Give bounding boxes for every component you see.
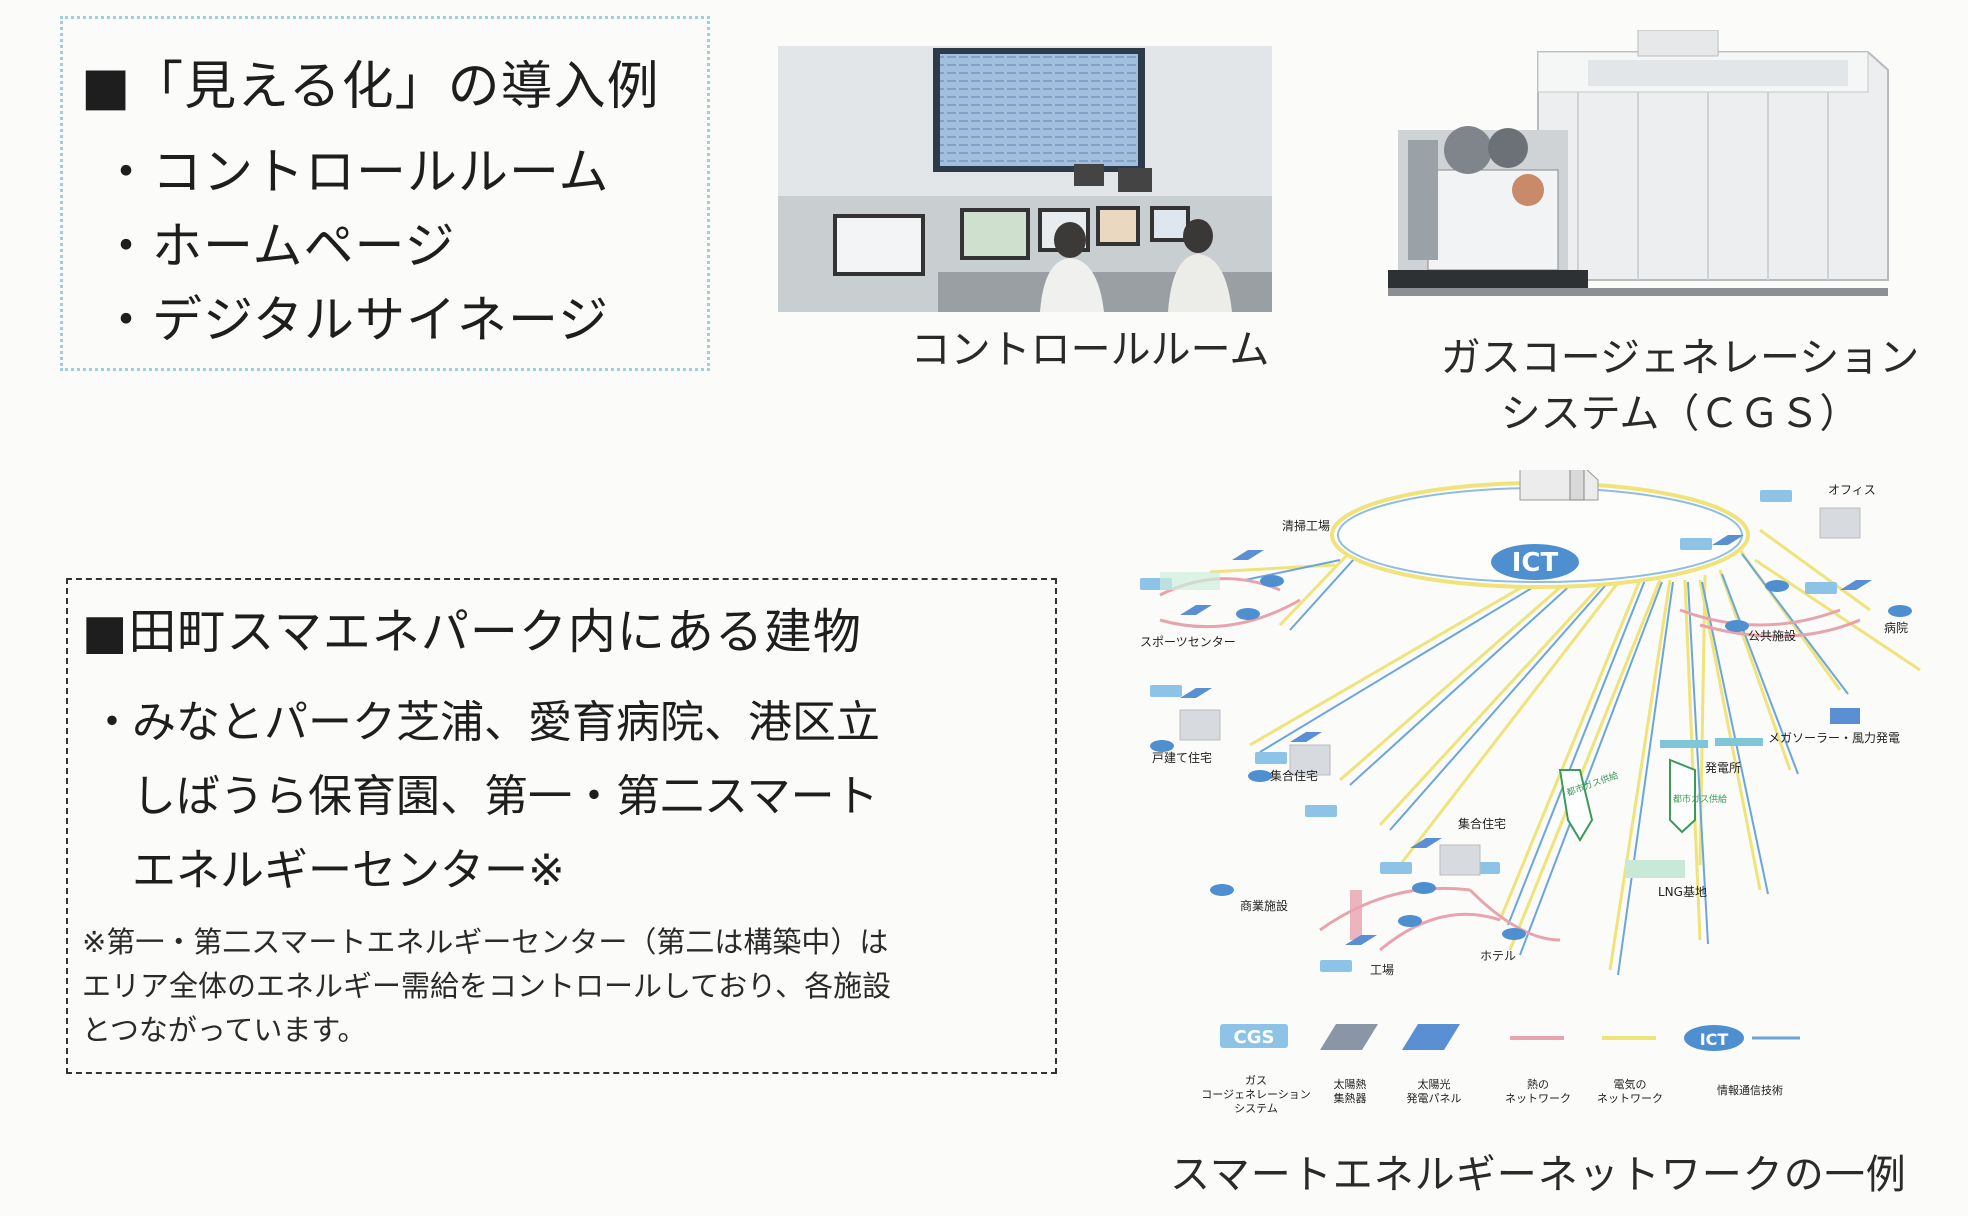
label-public: 公共施設 [1748,628,1796,643]
park-body-line2: しばうら保育園、第一・第二スマート [132,771,879,822]
mieruka-box: ■「見える化」の導入例 ・コントロールルーム ・ホームページ ・デジタルサイネー… [60,16,710,371]
svg-text:太陽光: 太陽光 [1418,1077,1451,1091]
legend: CGS ICT ガス コージェネレーション システム 太陽熱 集熱器 太陽光 発… [1201,1024,1800,1115]
svg-text:熱の: 熱の [1527,1078,1549,1091]
label-office: オフィス [1828,483,1876,497]
cluster-bottom [1210,838,1561,972]
electric-network-lines [1209,503,1921,971]
cgs-caption-line2: システム（ＣＧＳ） [1500,391,1860,437]
svg-text:太陽熱: 太陽熱 [1334,1078,1367,1091]
label-apartment1: 集合住宅 [1270,768,1318,783]
control-room-caption: コントロールルーム [910,327,1270,373]
mieruka-item-digital-signage: ・デジタルサイネージ [101,291,609,349]
park-body: ・みなとパーク芝浦、愛育病院、港区立 しばうら保育園、第一・第二スマート エネル… [90,686,1030,908]
label-lng: LNG基地 [1658,885,1707,899]
park-box: ■田町スマエネパーク内にある建物 ・みなとパーク芝浦、愛育病院、港区立 しばうら… [66,578,1057,1074]
cgs-photo [1388,30,1896,306]
label-power-plant: 発電所 [1705,761,1741,775]
network-caption: スマートエネルギーネットワークの一例 [1170,1152,1907,1198]
legend-solar-pv-icon [1402,1024,1460,1050]
legend-ict-icon [1684,1025,1744,1051]
mieruka-item-control-room: ・コントロールルーム [101,143,610,201]
svg-text:ガス: ガス [1245,1074,1267,1087]
label-mega-solar: メガソーラー・風力発電 [1768,731,1900,745]
cluster-detached-house [1150,685,1221,752]
svg-text:ネットワーク: ネットワーク [1505,1092,1571,1105]
label-commercial: 商業施設 [1240,898,1288,913]
label-hotel: ホテル [1480,949,1516,963]
svg-text:情報通信技術: 情報通信技術 [1717,1084,1783,1097]
label-sports: スポーツセンター [1140,635,1236,649]
cgs-caption: ガスコージェネレーション システム（ＣＧＳ） [1400,330,1960,442]
park-heading: ■田町スマエネパーク内にある建物 [82,604,862,660]
park-note: ※第一・第二スマートエネルギーセンター（第二は構築中）は エリア全体のエネルギー… [82,920,1042,1052]
cgs-caption-line1: ガスコージェネレーション [1440,335,1920,381]
gas-supply-arrow-1: 都市ガス供給 [1558,769,1620,842]
cluster-mega-solar [1660,708,1860,748]
park-note-line2: エリア全体のエネルギー需給をコントロールしており、各施設 [82,969,892,1003]
park-note-line1: ※第一・第二スマートエネルギーセンター（第二は構築中）は [82,925,889,959]
park-body-line3: エネルギーセンター※ [132,845,565,896]
park-bullet: ・ [90,697,134,748]
ict-network-lines [1244,507,1849,976]
mieruka-heading: ■「見える化」の導入例 [81,57,660,117]
server-rack-icon [1519,470,1599,501]
hub-ict-label: ICT [1512,548,1559,578]
hub-ict-badge [1491,544,1579,580]
smart-energy-network-diagram: ICT [1140,470,1921,1115]
label-hospital: 病院 [1884,620,1908,635]
park-body-line1: みなとパーク芝浦、愛育病院、港区立 [132,697,880,748]
legend-solar-heat-icon [1320,1024,1378,1050]
svg-text:発電パネル: 発電パネル [1407,1091,1462,1105]
svg-text:都市ガス供給: 都市ガス供給 [1673,793,1727,805]
label-apartment2: 集合住宅 [1458,816,1506,831]
label-seisou: 清掃工場 [1282,518,1330,533]
svg-text:ネットワーク: ネットワーク [1597,1092,1663,1105]
mieruka-item-homepage: ・ホームページ [101,217,456,275]
cluster-sports-center [1140,550,1301,629]
cluster-office-hospital [1679,490,1912,638]
control-room-photo [778,46,1272,312]
svg-text:CGS: CGS [1234,1027,1275,1048]
svg-text:システム: システム [1234,1102,1278,1115]
park-note-line3: とつながっています。 [82,1013,367,1047]
svg-text:コージェネレーション: コージェネレーション [1201,1088,1311,1101]
cluster-lng [1625,860,1685,878]
label-detached: 戸建て住宅 [1152,750,1212,765]
gas-supply-arrow-2: 都市ガス供給 [1669,758,1727,834]
svg-text:電気の: 電気の [1614,1077,1647,1091]
svg-text:集熱器: 集熱器 [1334,1091,1367,1105]
svg-text:ICT: ICT [1700,1030,1729,1049]
legend-cgs-icon [1220,1024,1288,1048]
label-factory: 工場 [1370,963,1394,977]
